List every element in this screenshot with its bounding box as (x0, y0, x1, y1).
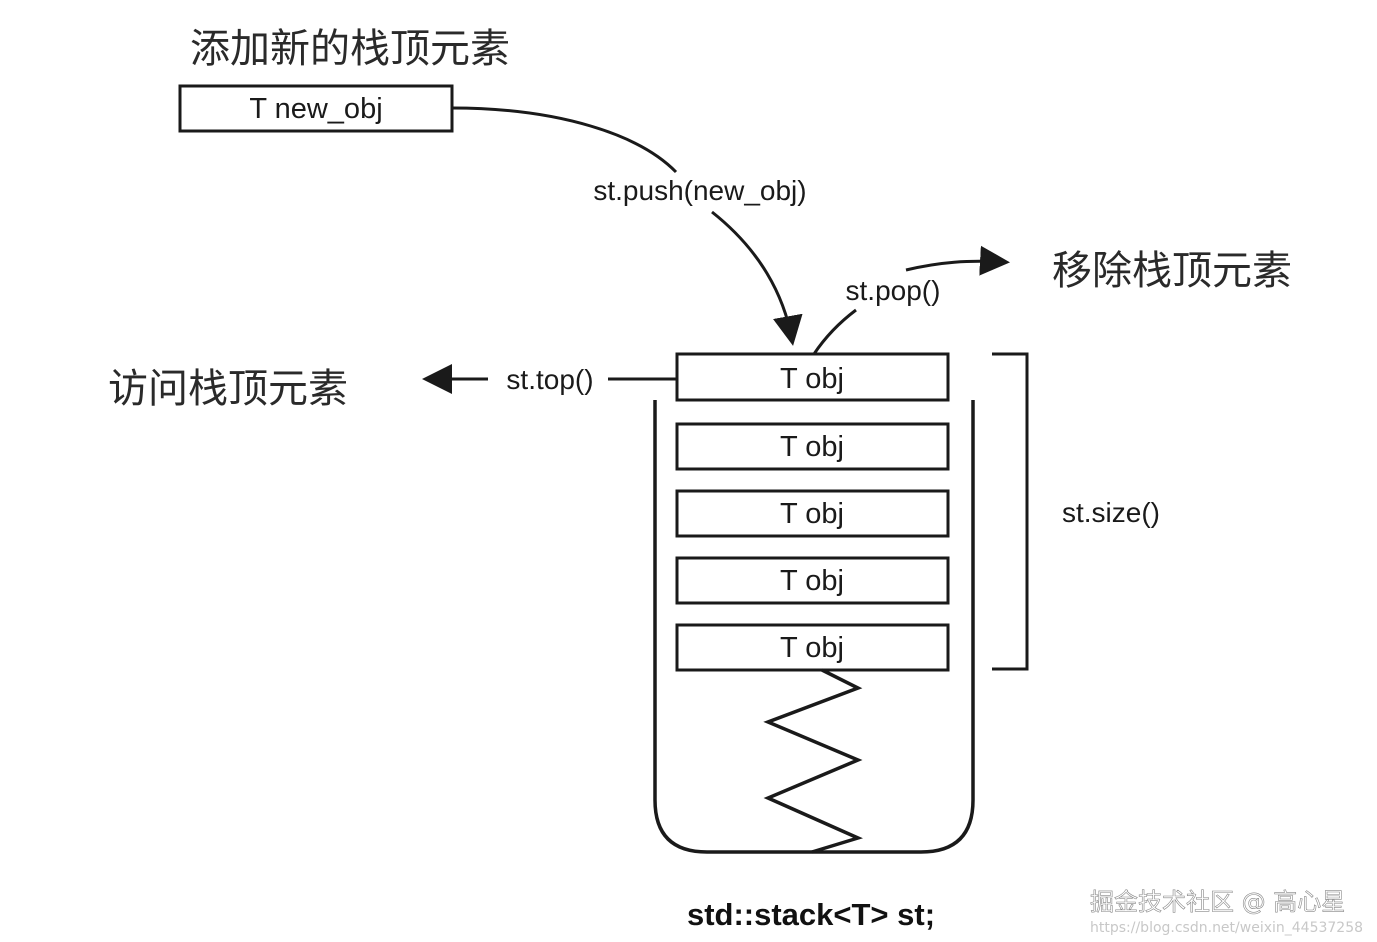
add-top-label: 添加新的栈顶元素 (190, 26, 510, 72)
stack-item-label: T obj (780, 363, 844, 395)
zigzag-line (763, 668, 864, 854)
stack-item: T obj (675, 623, 950, 672)
stack-declaration: std::stack<T> st; (687, 897, 935, 932)
stack-item: T obj (675, 556, 950, 605)
top-label: st.top() (506, 364, 593, 395)
pop-arrow (905, 245, 1010, 276)
stack-item-label: T obj (780, 632, 844, 664)
new-obj-box (178, 84, 454, 133)
access-top-label: 访问栈顶元素 (108, 366, 348, 412)
push-label: st.push(new_obj) (593, 175, 806, 206)
stack-item-label: T obj (780, 565, 844, 597)
size-label: st.size() (1062, 497, 1160, 528)
stack-item: T obj (675, 422, 950, 471)
pop-arrow-lower (812, 308, 857, 355)
push-arrow (451, 106, 678, 174)
remove-top-label: 移除栈顶元素 (1052, 248, 1292, 294)
stack-items: T obj T obj T obj T obj T obj (675, 352, 950, 672)
watermark-brand: 掘金技术社区 @ 高心星 (1090, 888, 1345, 916)
watermark-url: https://blog.csdn.net/weixin_44537258 (1090, 920, 1363, 936)
pop-label: st.pop() (846, 275, 941, 306)
stack-item: T obj (675, 352, 950, 402)
size-bracket (992, 352, 1029, 671)
push-arrow-lower (711, 210, 803, 346)
stack-item-label: T obj (780, 431, 844, 463)
new-obj-label: T new_obj (249, 93, 382, 125)
stack-item: T obj (675, 489, 950, 538)
stack-item-label: T obj (780, 498, 844, 530)
